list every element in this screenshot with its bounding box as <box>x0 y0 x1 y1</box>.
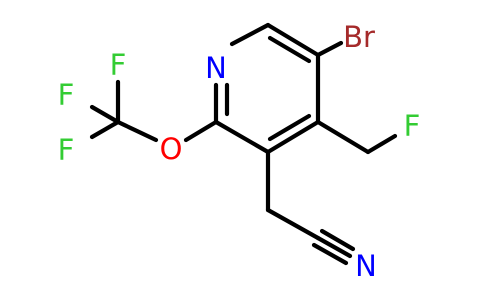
bond-o-cf3 <box>115 119 159 143</box>
atom-n-nitrile: N <box>355 249 377 283</box>
bond-c3-c2 <box>213 119 271 155</box>
atom-labels: Br N F O F F F N <box>58 20 421 283</box>
bond-c4-c3-inner <box>267 113 312 142</box>
bond-c5-br <box>315 40 344 58</box>
bond-nitrile-2 <box>319 228 356 252</box>
bond-c6-c5-inner <box>267 35 312 64</box>
atom-n-ring: N <box>205 51 227 85</box>
bond-cf3-f2 <box>89 104 121 125</box>
atom-o: O <box>160 132 183 166</box>
atom-f3: F <box>58 133 75 167</box>
atom-f1: F <box>110 48 127 82</box>
bond-ch2-f <box>365 133 398 155</box>
bonds <box>89 22 398 266</box>
atom-br: Br <box>343 20 375 54</box>
bond-n-c6 <box>229 22 271 47</box>
bond-cf3-f3 <box>89 119 121 140</box>
atom-f-methyl: F <box>404 109 421 143</box>
atom-f2: F <box>58 78 75 112</box>
bond-c6-c5 <box>265 22 321 58</box>
bond-c4-c3 <box>265 119 321 155</box>
bond-ch2-cn <box>265 207 321 241</box>
bond-c2-o <box>183 119 219 143</box>
bond-nitrile-3 <box>311 242 349 266</box>
bond-c4-ch2 <box>315 119 371 155</box>
bond-nitrile-1 <box>315 235 353 259</box>
